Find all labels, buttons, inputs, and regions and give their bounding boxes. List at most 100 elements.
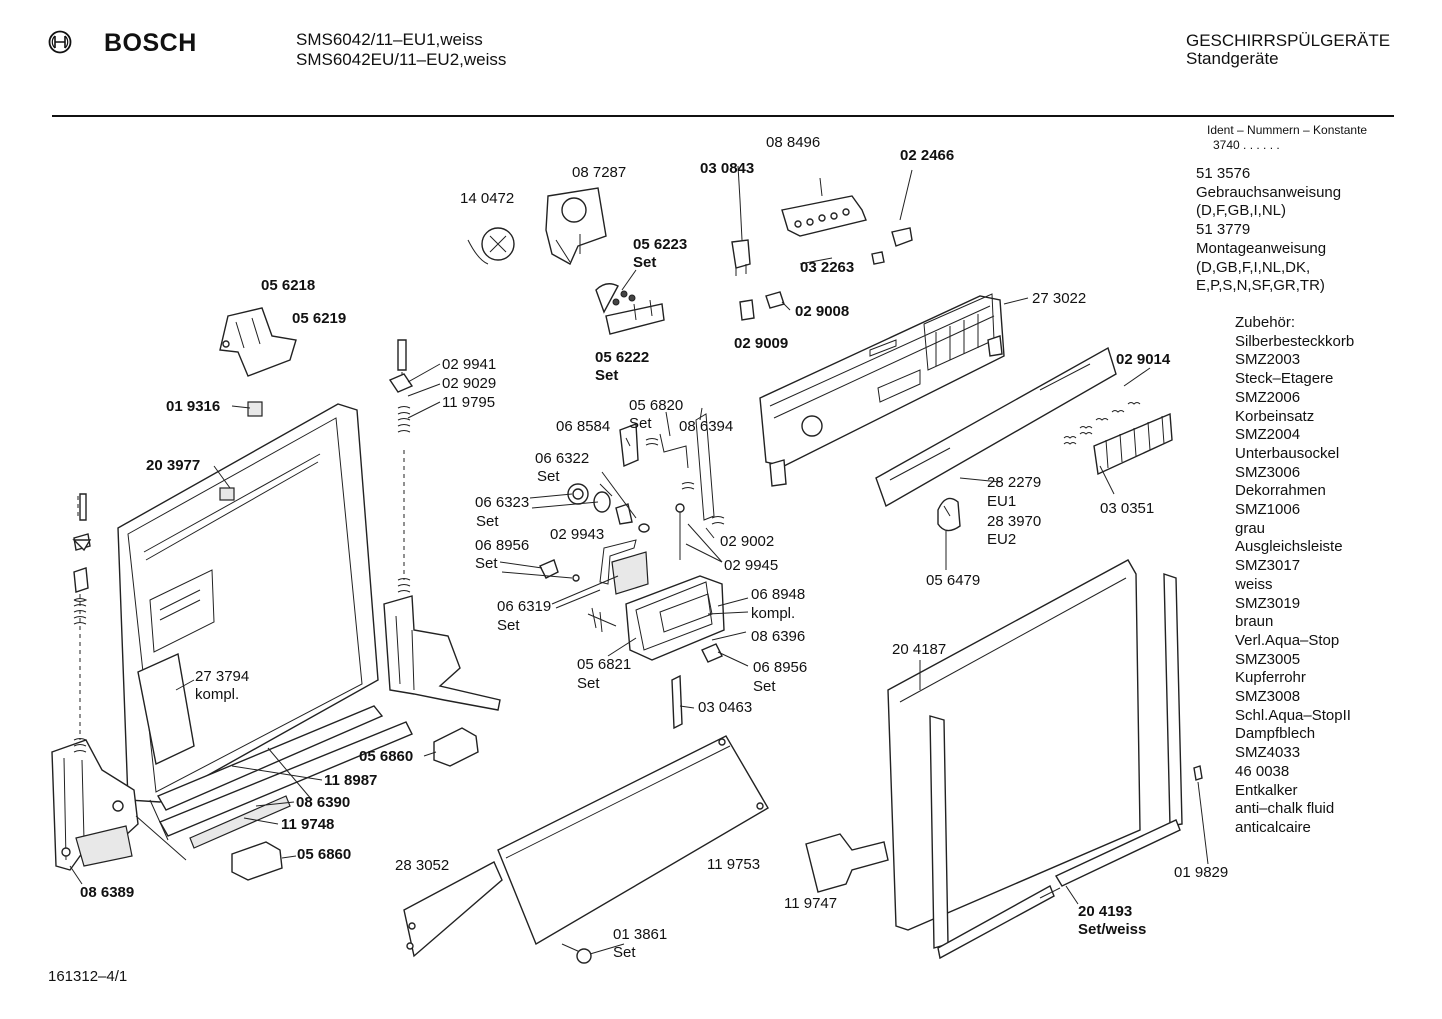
part-label: 01 9316 xyxy=(166,398,221,415)
accessory-line: Entkalker xyxy=(1235,781,1298,799)
part-label: 28 3052 xyxy=(395,857,450,874)
mounting-clip xyxy=(805,833,889,893)
accessory-line: Steck–Etagere xyxy=(1235,370,1334,388)
part-label: 06 6319 xyxy=(497,598,552,615)
part-label: 11 9747 xyxy=(784,895,838,912)
brand-name: BOSCH xyxy=(104,29,197,57)
header-rule xyxy=(52,115,1394,117)
accessory-line: braun xyxy=(1235,613,1274,631)
part-label: Set xyxy=(476,513,499,530)
bosch-logo-icon xyxy=(48,30,72,54)
accessory-line: anti–chalk fluid xyxy=(1235,800,1335,818)
accessory-line: SMZ3019 xyxy=(1235,594,1301,612)
part-label: 03 2263 xyxy=(800,259,855,276)
accessory-line: Dekorrahmen xyxy=(1235,482,1326,500)
part-label: 03 0463 xyxy=(698,699,753,716)
part-label: 06 8956 xyxy=(753,659,808,676)
part-label: 28 2279 xyxy=(987,474,1042,491)
part-label: 05 6860 xyxy=(297,846,352,863)
accessory-line: SMZ3006 xyxy=(1235,463,1301,481)
part-label: 08 8496 xyxy=(766,134,821,151)
accessory-line: Zubehör: xyxy=(1235,314,1296,331)
leader-lines xyxy=(69,165,1209,955)
accessory-line: SMZ2006 xyxy=(1235,388,1301,406)
model-line-1: SMS6042/11–EU1,weiss xyxy=(296,30,483,49)
dispenser-assembly xyxy=(539,483,725,730)
frame-screw xyxy=(1193,765,1203,781)
accessory-line: SMZ4033 xyxy=(1235,744,1301,762)
switch-block xyxy=(731,199,751,276)
spring-center xyxy=(388,340,414,593)
part-label: 02 9943 xyxy=(550,526,605,543)
accessory-line: Korbeinsatz xyxy=(1235,407,1315,425)
doc-line: Gebrauchsanweisung xyxy=(1196,183,1342,201)
door-hinge-right xyxy=(383,595,501,711)
outer-door-panel xyxy=(887,559,1141,931)
accessory-line: weiss xyxy=(1235,575,1273,593)
accessory-line: SMZ3008 xyxy=(1235,688,1301,706)
part-label: 08 6396 xyxy=(751,628,806,645)
indicator-lamp xyxy=(871,169,913,265)
part-label: Set xyxy=(629,415,652,432)
panel-cover xyxy=(875,346,1117,508)
accessory-line: Silberbesteckkorb xyxy=(1235,332,1355,350)
part-label: Set/weiss xyxy=(1078,921,1147,938)
part-label: Set xyxy=(537,468,560,485)
part-label: 03 0351 xyxy=(1100,500,1155,517)
part-label: 05 6222 xyxy=(595,349,650,366)
part-label: Set xyxy=(633,254,657,271)
slider-bracket xyxy=(605,299,665,335)
accessory-line: Unterbausockel xyxy=(1235,444,1340,462)
accessory-line: SMZ2003 xyxy=(1235,351,1301,369)
push-button-set xyxy=(1063,402,1173,476)
part-label: 05 6820 xyxy=(629,397,684,414)
part-label: 03 0843 xyxy=(700,160,755,177)
part-label: 08 6394 xyxy=(679,418,734,435)
part-label: kompl. xyxy=(751,605,796,622)
accessories-list: Zubehör: Silberbesteckkorb SMZ2003 Steck… xyxy=(1235,314,1354,838)
part-label: Set xyxy=(475,555,498,572)
timer-unit xyxy=(545,187,607,265)
program-knob xyxy=(937,497,961,532)
part-label: 06 8584 xyxy=(556,418,611,435)
plinth-screw xyxy=(561,943,592,964)
accessory-line: grau xyxy=(1235,519,1266,537)
part-label: 08 7287 xyxy=(572,164,627,181)
part-label: 28 3970 xyxy=(987,513,1042,530)
accessory-line: Verl.Aqua–Stop xyxy=(1235,631,1340,649)
doc-line: E,P,S,N,SF,GR,TR) xyxy=(1196,277,1325,295)
part-label: Set xyxy=(753,678,776,695)
terminal-strip xyxy=(781,177,867,237)
part-label: 02 9009 xyxy=(734,335,789,352)
part-label: 02 9941 xyxy=(442,356,497,373)
foot-block-upper xyxy=(433,727,479,767)
part-label: 01 3861 xyxy=(613,926,668,943)
door-latch xyxy=(219,307,297,377)
frame-strips xyxy=(929,573,1183,960)
accessory-line: Ausgleichsleiste xyxy=(1235,538,1343,556)
cam-set xyxy=(595,283,636,314)
door-hinge-left xyxy=(51,739,139,871)
part-label: 27 3794 xyxy=(195,668,250,685)
doc-line: (D,GB,F,I,NL,DK, xyxy=(1196,258,1311,276)
ident-value: 3740 . . . . . . xyxy=(1213,138,1280,152)
part-label: 05 6223 xyxy=(633,236,688,253)
part-label: 02 9002 xyxy=(720,533,775,550)
accessory-line: Kupferrohr xyxy=(1235,669,1306,687)
part-label: EU1 xyxy=(987,493,1017,510)
part-label: EU2 xyxy=(987,531,1017,548)
part-label: 05 6860 xyxy=(359,748,414,765)
part-label: Set xyxy=(577,675,600,692)
small-bracket xyxy=(247,401,263,417)
category-title: GESCHIRRSPÜLGERÄTE xyxy=(1186,31,1391,50)
doc-line: 51 3779 xyxy=(1196,221,1251,239)
accessory-line: SMZ2004 xyxy=(1235,426,1301,444)
part-label: 05 6219 xyxy=(292,310,347,327)
subcategory-title: Standgeräte xyxy=(1186,49,1279,68)
ident-label: Ident – Nummern – Konstante xyxy=(1207,123,1368,137)
part-label: 08 6390 xyxy=(296,794,351,811)
part-label: 02 2466 xyxy=(900,147,955,164)
plinth-panel xyxy=(497,735,769,946)
part-label: 06 8948 xyxy=(751,586,806,603)
